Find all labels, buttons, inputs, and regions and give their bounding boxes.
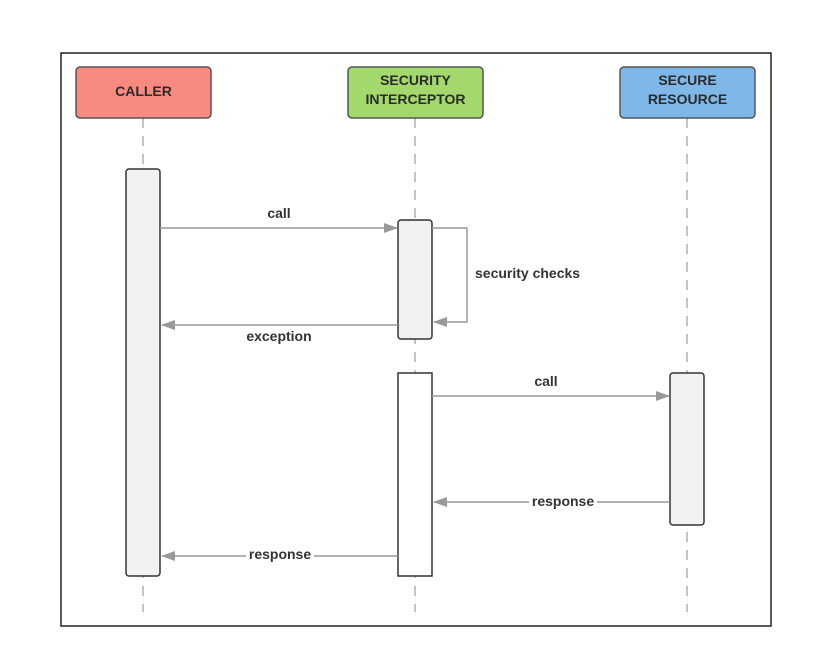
participant-caller-label: CALLER xyxy=(115,83,172,99)
message-label-exception: exception xyxy=(246,328,311,344)
activation-interceptor-checks xyxy=(397,219,433,340)
participant-secure-resource-label-line1: SECURE xyxy=(658,72,716,88)
message-label-background-response-1 xyxy=(529,493,597,510)
participant-security-interceptor-label-line2: INTERCEPTOR xyxy=(365,91,465,107)
activation-interceptor-forward xyxy=(397,372,433,577)
message-label-call-1: call xyxy=(267,205,290,221)
message-label-security-checks: security checks xyxy=(475,265,580,281)
activation-caller xyxy=(125,168,161,577)
message-label-background-response-2 xyxy=(246,546,314,563)
participant-secure-resource-label-line2: RESOURCE xyxy=(648,91,727,107)
participant-secure-resource: SECURE RESOURCE xyxy=(619,66,756,119)
message-label-response-1: response xyxy=(532,493,594,509)
message-arrow-security-checks xyxy=(432,227,468,327)
participant-security-interceptor-label-line1: SECURITY xyxy=(380,72,451,88)
participant-security-interceptor: SECURITY INTERCEPTOR xyxy=(347,66,484,119)
activation-secure-resource xyxy=(669,372,705,526)
participant-caller: CALLER xyxy=(75,66,212,119)
message-label-call-2: call xyxy=(534,373,557,389)
message-label-response-2: response xyxy=(249,546,311,562)
